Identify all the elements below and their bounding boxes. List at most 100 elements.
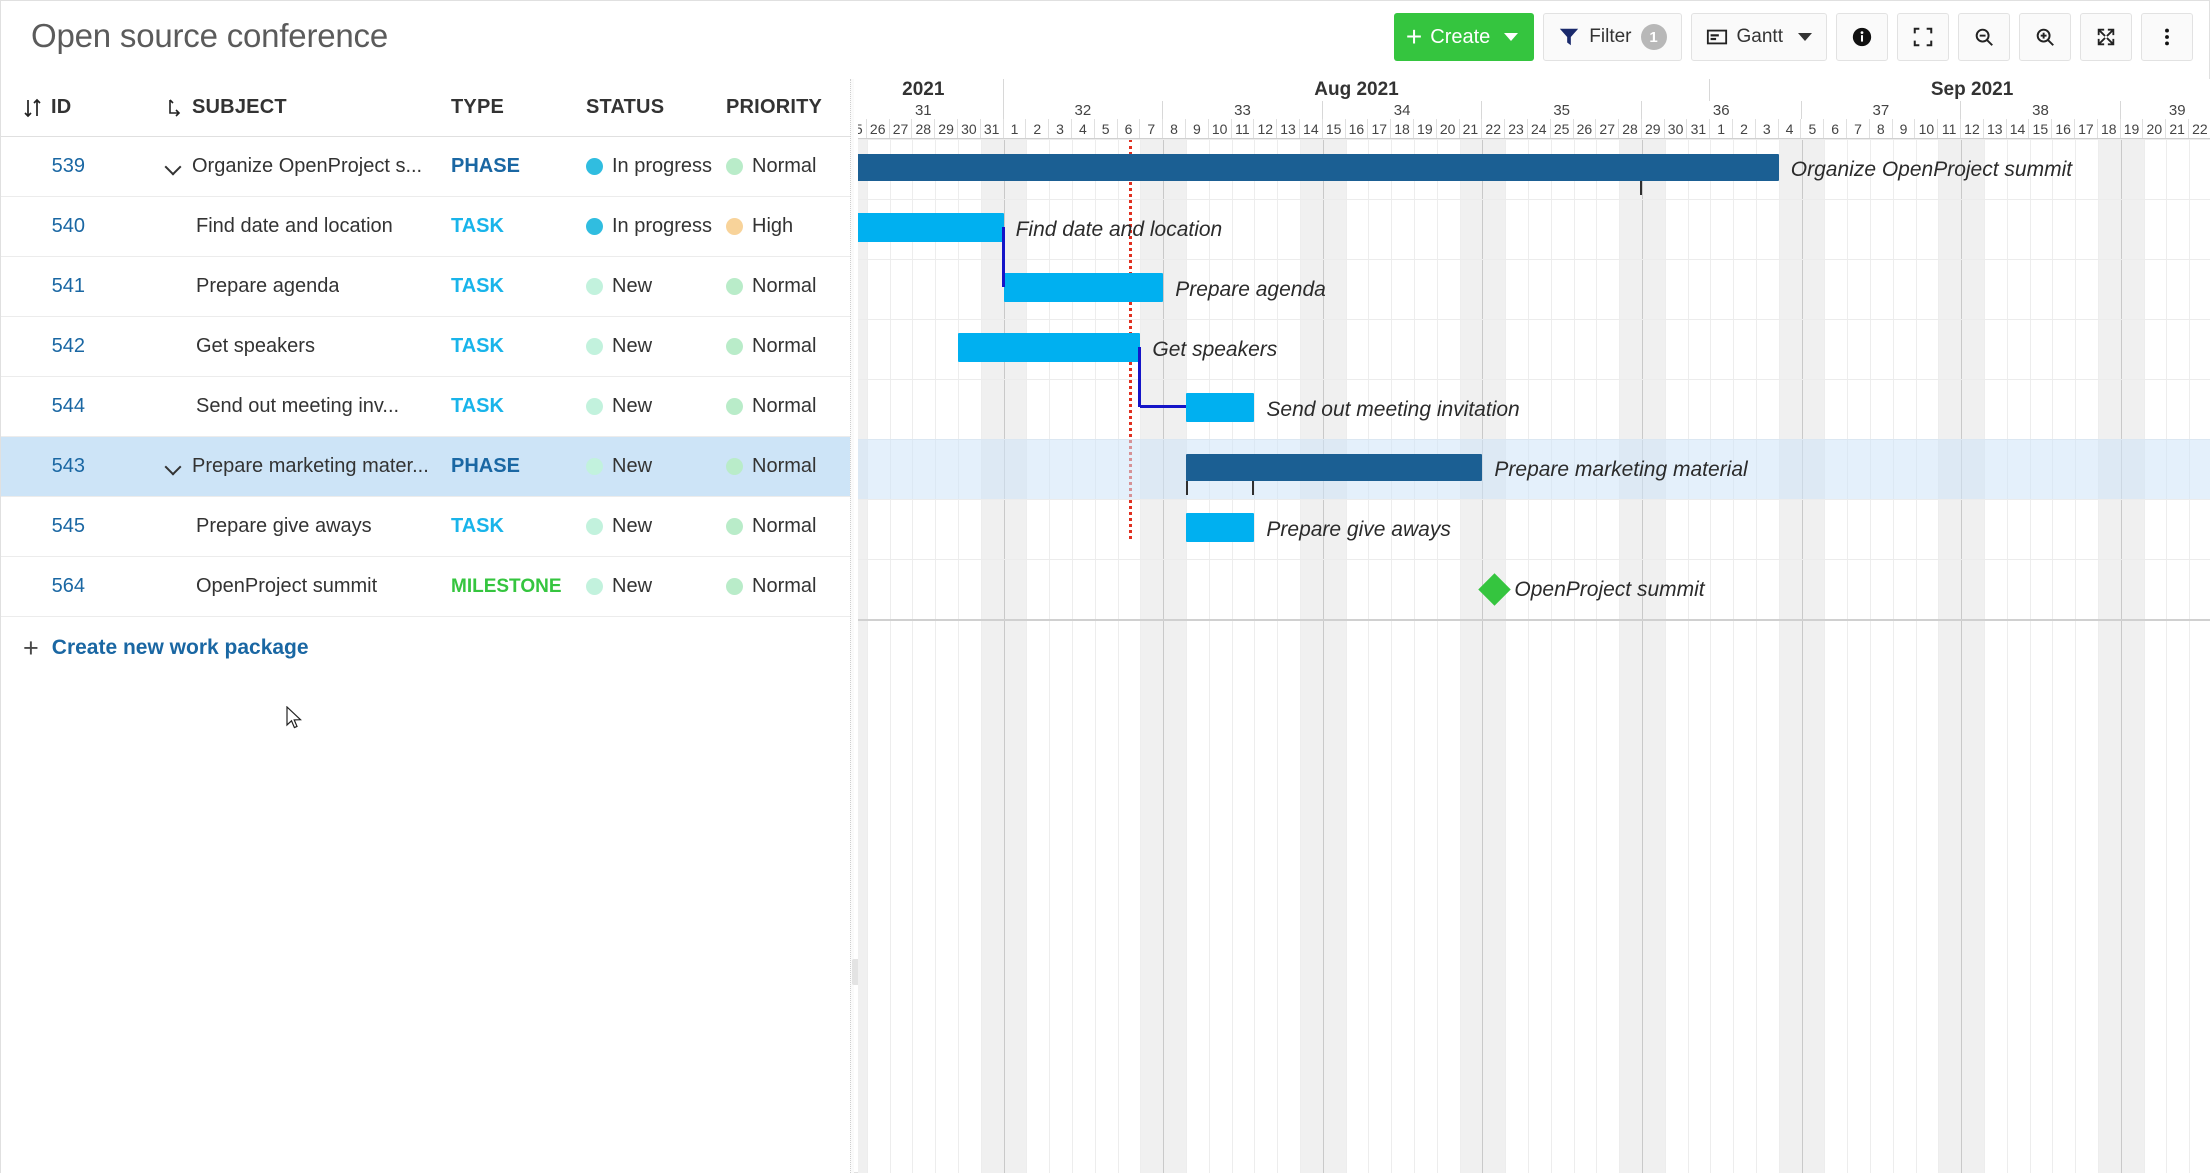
cell-type[interactable]: TASK: [451, 395, 586, 418]
zoom-auto-button[interactable]: [1897, 13, 1949, 61]
view-mode-button[interactable]: Gantt: [1690, 13, 1827, 61]
cell-status[interactable]: New: [586, 275, 726, 298]
column-header-type[interactable]: TYPE: [451, 96, 586, 119]
cell-subject[interactable]: Prepare marketing mater...: [166, 455, 451, 478]
splitter-grip-handle[interactable]: [852, 959, 861, 985]
cell-id[interactable]: 544: [1, 395, 166, 418]
chevron-down-icon[interactable]: [166, 159, 182, 175]
cell-type[interactable]: TASK: [451, 335, 586, 358]
gantt-bar-task[interactable]: [1186, 513, 1255, 542]
cell-priority[interactable]: Normal: [726, 335, 846, 358]
gantt-grid-column: [1368, 139, 1391, 1173]
cell-id[interactable]: 539: [1, 155, 166, 178]
cell-priority[interactable]: Normal: [726, 455, 846, 478]
cell-type[interactable]: MILESTONE: [451, 576, 586, 598]
cell-subject[interactable]: Find date and location: [166, 215, 451, 238]
fullscreen-button[interactable]: [2080, 13, 2132, 61]
cell-id[interactable]: 540: [1, 215, 166, 238]
more-vertical-icon: [2165, 28, 2169, 46]
gantt-grid-column: [1756, 139, 1779, 1173]
cell-subject[interactable]: Prepare agenda: [166, 275, 451, 298]
cell-subject[interactable]: Organize OpenProject s...: [166, 155, 451, 178]
create-button[interactable]: + Create: [1393, 13, 1535, 61]
cell-priority[interactable]: High: [726, 215, 846, 238]
cell-type[interactable]: TASK: [451, 275, 586, 298]
work-package-id[interactable]: 543: [51, 455, 85, 477]
gantt-day-cell: 23: [1505, 119, 1528, 139]
gantt-grid-column: [1277, 139, 1300, 1173]
zoom-out-button[interactable]: [1958, 13, 2010, 61]
cell-subject[interactable]: Send out meeting inv...: [166, 395, 451, 418]
gantt-grid-column: [1163, 139, 1186, 1173]
gantt-grid-column: [1254, 139, 1277, 1173]
pane-splitter[interactable]: [850, 79, 854, 1173]
cell-id[interactable]: 545: [1, 515, 166, 538]
cell-priority[interactable]: Normal: [726, 575, 846, 598]
gantt-grid-column: [1596, 139, 1619, 1173]
more-options-button[interactable]: [2141, 13, 2193, 61]
cell-status[interactable]: New: [586, 395, 726, 418]
cell-subject[interactable]: Get speakers: [166, 335, 451, 358]
gantt-bar-task[interactable]: [958, 333, 1141, 362]
column-header-subject[interactable]: SUBJECT: [166, 96, 451, 119]
work-package-id[interactable]: 540: [51, 215, 85, 237]
cell-id[interactable]: 542: [1, 335, 166, 358]
cell-id[interactable]: 564: [1, 575, 166, 598]
cell-subject[interactable]: Prepare give aways: [166, 515, 451, 538]
cell-type[interactable]: PHASE: [451, 455, 586, 478]
work-package-id[interactable]: 544: [51, 395, 85, 417]
cell-type[interactable]: PHASE: [451, 155, 586, 178]
gantt-bar-task[interactable]: [1003, 273, 1164, 302]
gantt-grid-column: [1528, 139, 1551, 1173]
gantt-bar-phase[interactable]: [858, 154, 1779, 181]
gantt-bar-task[interactable]: [858, 213, 1004, 242]
create-new-work-package-link[interactable]: + Create new work package: [1, 617, 850, 679]
column-header-priority[interactable]: PRIORITY: [726, 96, 846, 119]
work-package-id[interactable]: 541: [51, 275, 85, 297]
work-package-id[interactable]: 542: [51, 335, 85, 357]
cell-status[interactable]: New: [586, 335, 726, 358]
column-header-id[interactable]: ID: [1, 96, 166, 119]
cell-status[interactable]: New: [586, 455, 726, 478]
cell-type[interactable]: TASK: [451, 515, 586, 538]
work-package-id[interactable]: 545: [51, 515, 85, 537]
table-row[interactable]: 539 Organize OpenProject s...PHASE In prog…: [1, 137, 850, 197]
cell-status[interactable]: New: [586, 515, 726, 538]
work-package-id[interactable]: 564: [51, 575, 85, 597]
type-label: PHASE: [451, 155, 520, 177]
cell-priority[interactable]: Normal: [726, 395, 846, 418]
cell-status[interactable]: New: [586, 575, 726, 598]
gantt-day-cell: 4: [1072, 119, 1095, 139]
gantt-phase-bracket: [858, 181, 1642, 195]
chevron-down-icon[interactable]: [166, 459, 182, 475]
gantt-bar-task[interactable]: [1186, 393, 1255, 422]
filter-button[interactable]: Filter 1: [1543, 13, 1682, 61]
cell-type[interactable]: TASK: [451, 215, 586, 238]
gantt-day-cell: 21: [2166, 119, 2190, 139]
cell-id[interactable]: 543: [1, 455, 166, 478]
cell-status[interactable]: In progress: [586, 155, 726, 178]
cell-status[interactable]: In progress: [586, 215, 726, 238]
column-header-status[interactable]: STATUS: [586, 96, 726, 119]
cell-priority[interactable]: Normal: [726, 515, 846, 538]
cell-id[interactable]: 541: [1, 275, 166, 298]
gantt-grid-column: [912, 139, 935, 1173]
work-package-id[interactable]: 539: [51, 155, 85, 177]
subject-text: OpenProject summit: [196, 575, 378, 597]
info-button[interactable]: [1836, 13, 1888, 61]
cell-priority[interactable]: Normal: [726, 275, 846, 298]
zoom-in-button[interactable]: [2019, 13, 2071, 61]
cell-subject[interactable]: OpenProject summit: [166, 575, 451, 598]
gantt-grid-column: [1505, 139, 1528, 1173]
gantt-bar-phase[interactable]: [1186, 454, 1483, 481]
gantt-view-icon: [1706, 29, 1727, 45]
cell-priority[interactable]: Normal: [726, 155, 846, 178]
gantt-grid-column: [1186, 139, 1209, 1173]
